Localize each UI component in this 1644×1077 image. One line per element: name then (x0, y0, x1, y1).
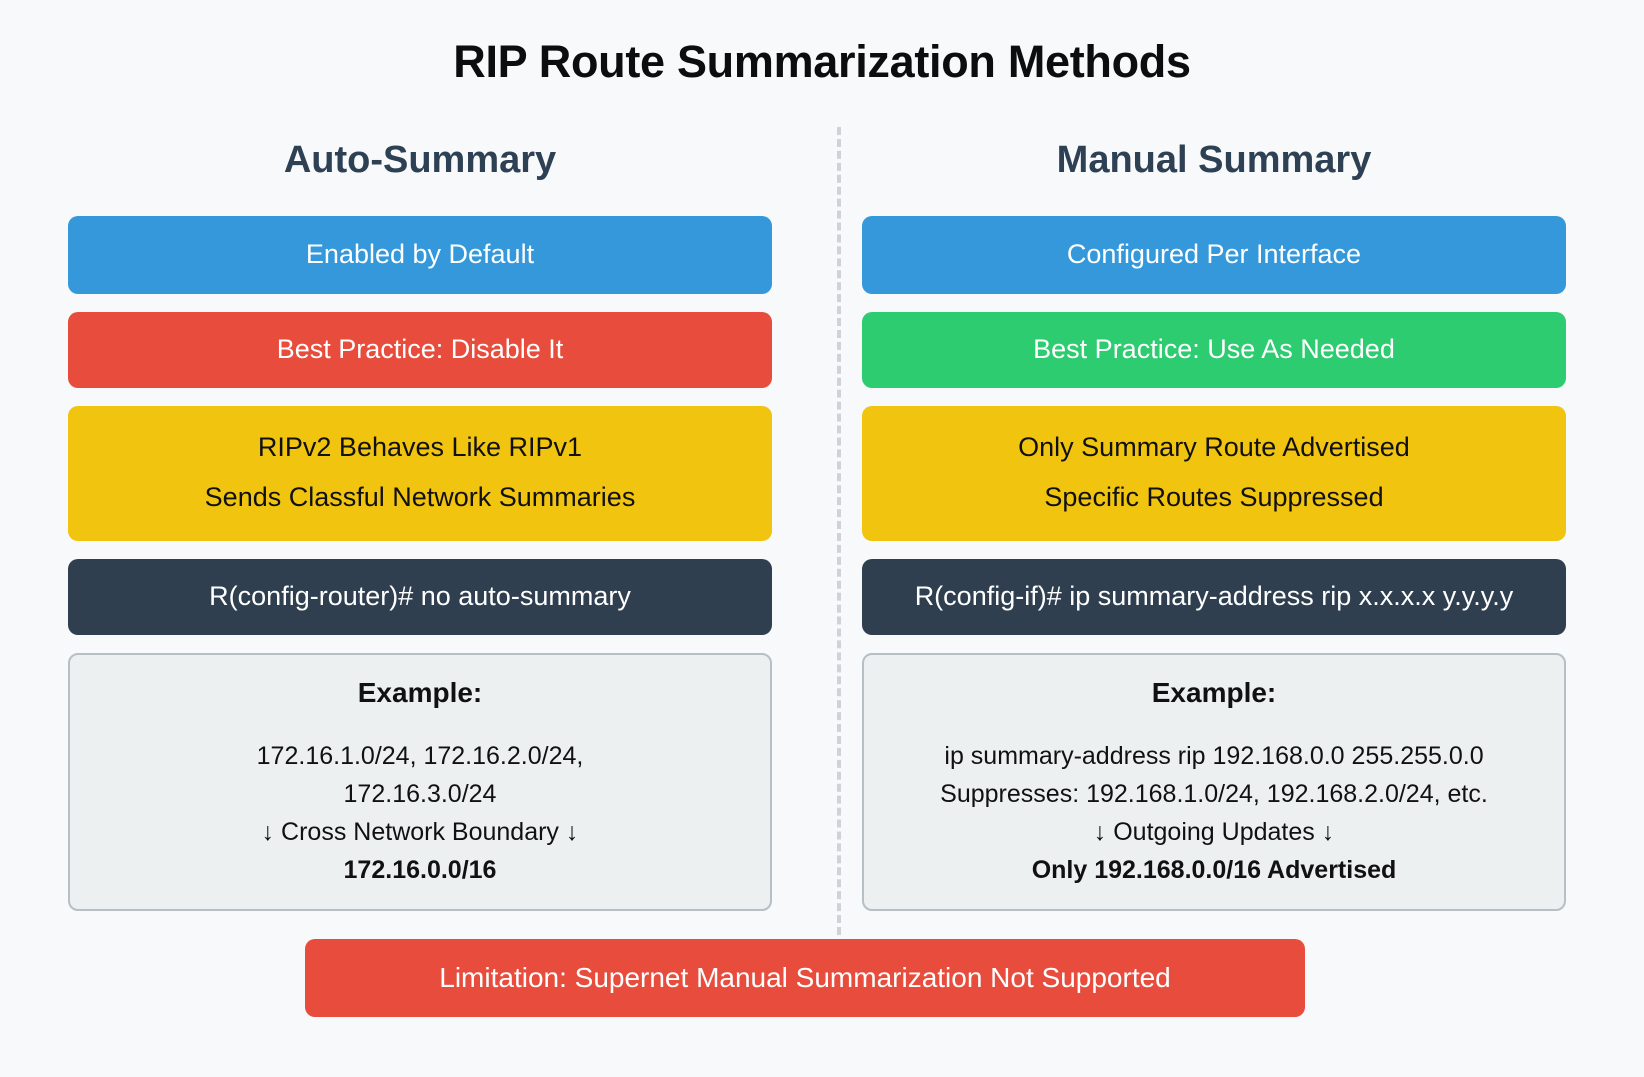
auto-summary-example-card: Example: 172.16.1.0/24, 172.16.2.0/24, 1… (68, 652, 772, 911)
limitation-banner: Limitation: Supernet Manual Summarizatio… (305, 939, 1305, 1017)
auto-summary-command: R(config-router)# no auto-summary (68, 558, 772, 635)
example-result: 172.16.0.0/16 (343, 855, 497, 884)
manual-summary-command: R(config-if)# ip summary-address rip x.x… (862, 558, 1566, 635)
box-line: Configured Per Interface (1066, 239, 1362, 270)
command-text: R(config-router)# no auto-summary (209, 581, 631, 612)
box-line: Sends Classful Network Summaries (204, 482, 636, 513)
auto-summary-box-behavior: RIPv2 Behaves Like RIPv1 Sends Classful … (68, 405, 772, 541)
example-line: 172.16.1.0/24, 172.16.2.0/24, (256, 741, 584, 770)
command-text: R(config-if)# ip summary-address rip x.x… (914, 581, 1514, 612)
box-line: Only Summary Route Advertised (1018, 432, 1410, 463)
box-line: Enabled by Default (305, 239, 535, 270)
example-line-boundary: ↓ Cross Network Boundary ↓ (261, 817, 579, 846)
column-heading-auto-summary: Auto-Summary (283, 139, 557, 181)
column-auto-summary: Auto-Summary Enabled by Default Best Pra… (68, 139, 772, 911)
box-line: RIPv2 Behaves Like RIPv1 (257, 432, 583, 463)
manual-summary-box-behavior: Only Summary Route Advertised Specific R… (862, 405, 1566, 541)
column-divider (837, 127, 841, 935)
manual-summary-box-best-practice: Best Practice: Use As Needed (862, 311, 1566, 388)
example-line-outgoing: ↓ Outgoing Updates ↓ (1093, 817, 1335, 846)
example-line: ip summary-address rip 192.168.0.0 255.2… (944, 741, 1484, 770)
manual-summary-box-configured-per-interface: Configured Per Interface (862, 215, 1566, 294)
column-manual-summary: Manual Summary Configured Per Interface … (862, 139, 1566, 911)
auto-summary-box-enabled-by-default: Enabled by Default (68, 215, 772, 294)
auto-summary-box-best-practice: Best Practice: Disable It (68, 311, 772, 388)
example-result: Only 192.168.0.0/16 Advertised (1031, 855, 1397, 884)
page-title: RIP Route Summarization Methods (453, 36, 1191, 87)
example-line: 172.16.3.0/24 (343, 779, 497, 808)
example-title: Example: (357, 676, 483, 708)
example-line: Suppresses: 192.168.1.0/24, 192.168.2.0/… (940, 779, 1488, 808)
example-title: Example: (1151, 676, 1277, 708)
column-heading-manual-summary: Manual Summary (1056, 139, 1372, 181)
limitation-banner-text: Limitation: Supernet Manual Summarizatio… (439, 962, 1171, 993)
box-line: Specific Routes Suppressed (1044, 482, 1384, 513)
box-line: Best Practice: Disable It (276, 334, 564, 365)
box-line: Best Practice: Use As Needed (1033, 334, 1395, 365)
manual-summary-example-card: Example: ip summary-address rip 192.168.… (862, 652, 1566, 911)
